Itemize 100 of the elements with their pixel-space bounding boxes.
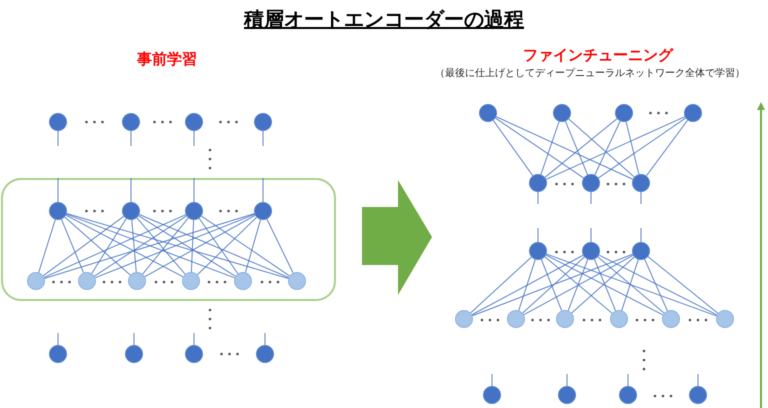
connection-line <box>44 213 255 279</box>
connection-line <box>568 118 635 178</box>
connection-line <box>472 254 634 316</box>
neuron-circle <box>558 386 576 404</box>
neuron-circle <box>288 272 306 290</box>
neuron-circle <box>254 113 272 131</box>
connection-line <box>644 258 668 312</box>
connection-line <box>130 130 132 146</box>
connection-line <box>546 116 686 180</box>
diagram-title: 積層オートエンコーダーの過程 <box>244 6 524 33</box>
connection-line <box>138 214 290 278</box>
neuron-circle <box>125 345 143 363</box>
connection-line <box>198 218 238 274</box>
connection-line <box>640 192 642 204</box>
neuron-circle <box>529 174 547 192</box>
connection-line <box>94 214 256 278</box>
connection-line <box>598 118 686 178</box>
connection-line <box>597 256 665 314</box>
connection-line <box>91 218 127 274</box>
connection-line <box>546 254 718 316</box>
neuron-circle <box>662 310 680 328</box>
neuron-circle <box>49 345 67 363</box>
connection-line <box>540 258 562 312</box>
connection-line <box>640 228 642 242</box>
connection-line <box>494 118 584 178</box>
connection-line <box>144 214 256 278</box>
neuron-circle <box>684 104 702 122</box>
connection-line <box>200 216 290 276</box>
connection-line <box>590 192 592 204</box>
connection-line <box>44 214 186 278</box>
connection-line <box>594 258 616 312</box>
neuron-circle <box>185 113 203 131</box>
neuron-circle <box>455 310 473 328</box>
neuron-circle <box>689 386 707 404</box>
connection-line <box>568 258 588 312</box>
connection-line <box>544 118 618 178</box>
neuron-circle <box>529 242 547 260</box>
connection-line <box>471 254 584 316</box>
neuron-circle <box>49 202 67 220</box>
connection-line <box>264 332 266 346</box>
connection-line <box>571 256 635 314</box>
connection-line <box>546 254 664 316</box>
connection-line <box>66 214 236 278</box>
neuron-circle <box>78 272 96 290</box>
connection-line <box>262 130 264 146</box>
connection-line <box>142 217 189 275</box>
neuron-circle <box>234 272 252 290</box>
connection-line <box>470 256 532 314</box>
neuron-circle <box>256 345 274 363</box>
connection-line <box>594 120 621 176</box>
connection-line <box>492 120 534 176</box>
connection-line <box>131 219 137 273</box>
connection-line <box>496 116 634 180</box>
connection-line <box>38 219 56 273</box>
note-text: （最後に仕上げとしてディープニューラルネットワーク全体で学習） <box>435 66 745 80</box>
neuron-circle <box>128 272 146 290</box>
connection-line <box>518 259 536 311</box>
neuron-circle <box>27 272 45 290</box>
connection-line <box>94 215 187 277</box>
connection-line <box>244 219 262 273</box>
neuron-circle <box>556 310 574 328</box>
connection-line <box>190 220 194 272</box>
connection-line <box>522 256 585 314</box>
neuron-circle <box>507 310 525 328</box>
section-heading: ファインチューニング <box>523 46 673 65</box>
connection-line <box>646 120 688 176</box>
neuron-circle <box>553 104 571 122</box>
neuron-circle <box>185 345 203 363</box>
neuron-circle <box>582 174 600 192</box>
connection-line <box>262 178 264 202</box>
connection-line <box>544 256 613 314</box>
connection-line <box>523 254 634 316</box>
connection-line <box>598 254 718 316</box>
connection-line <box>60 218 84 274</box>
connection-line <box>621 259 639 311</box>
neuron-circle <box>582 242 600 260</box>
connection-line <box>138 215 236 277</box>
neuron-circle <box>254 202 272 220</box>
connection-line <box>130 178 132 202</box>
connection-line <box>65 214 184 278</box>
connection-line <box>626 121 640 175</box>
neuron-circle <box>185 202 203 220</box>
connection-line <box>648 256 718 314</box>
neuron-circle <box>122 113 140 131</box>
neuron-circle <box>632 242 650 260</box>
neuron-circle <box>122 202 140 220</box>
neuron-circle <box>483 386 501 404</box>
neuron-circle <box>716 310 734 328</box>
connection-line <box>42 216 124 276</box>
connection-line <box>66 213 289 279</box>
connection-line <box>540 121 560 175</box>
connection-line <box>266 218 294 274</box>
connection-line <box>64 216 131 276</box>
connection-line <box>196 216 258 276</box>
section-heading: 事前学習 <box>137 50 197 69</box>
neuron-circle <box>182 272 200 290</box>
neuron-circle <box>632 174 650 192</box>
neuron-circle <box>49 113 67 131</box>
neuron-circle <box>615 104 633 122</box>
neuron-circle <box>479 104 497 122</box>
